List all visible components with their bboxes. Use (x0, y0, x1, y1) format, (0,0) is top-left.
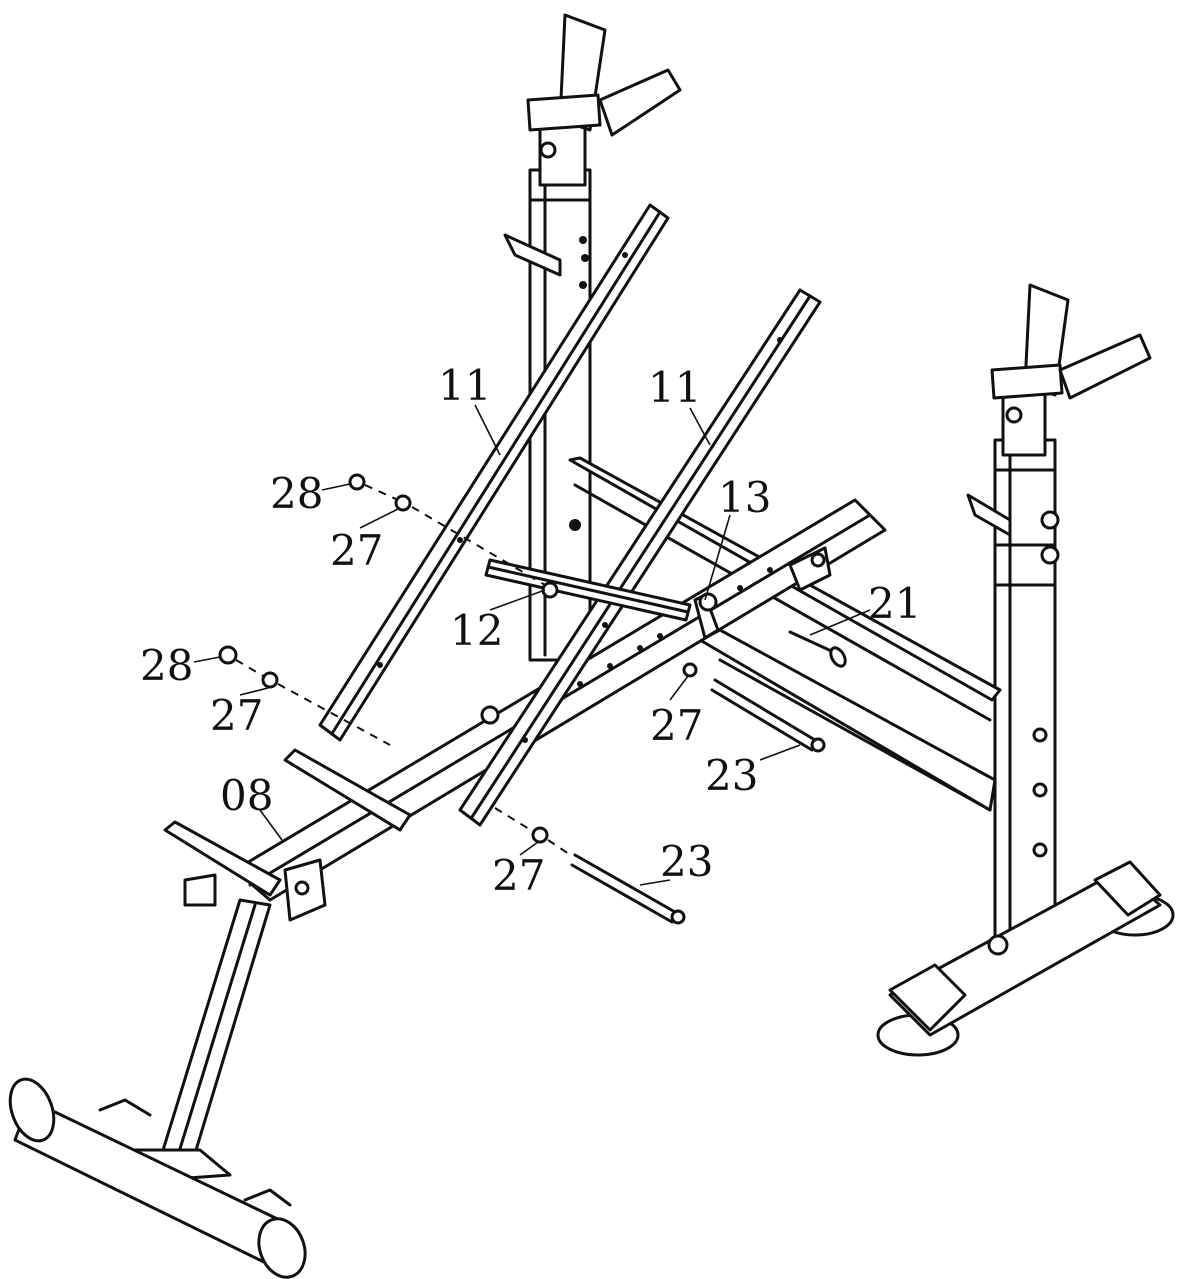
label-08: 08 (220, 771, 273, 820)
left-upright-post (503, 13, 682, 662)
explode-line-lower (494, 807, 573, 857)
footrest-crossbars (163, 705, 500, 922)
leader-27-upper (359, 507, 401, 529)
label-11-left: 11 (438, 361, 491, 410)
leader-11-right (689, 407, 711, 446)
leader-12 (489, 589, 546, 611)
leader-28-upper (321, 483, 351, 491)
label-11-right: 11 (648, 363, 701, 412)
leader-27-middle (239, 687, 269, 696)
label-27-upper: 27 (330, 526, 383, 575)
nut-28-upper (348, 473, 366, 491)
explode-line-upper (364, 484, 546, 586)
leader-27-right (669, 675, 689, 701)
washer-27-right (682, 662, 698, 678)
washer-27-upper (394, 494, 412, 512)
right-base-foot (876, 860, 1175, 1057)
leader-21 (809, 609, 871, 636)
label-28-upper: 28 (270, 469, 323, 518)
right-upright-post (966, 283, 1152, 952)
leader-28-middle (193, 656, 221, 663)
leader-11-left (474, 404, 501, 456)
front-roller (8, 1077, 307, 1279)
leader-08 (259, 809, 283, 841)
washer-27-middle (261, 671, 279, 689)
nut-28-middle (218, 645, 238, 665)
label-12: 12 (450, 606, 503, 655)
rod-12 (484, 558, 692, 622)
leader-23-lower (639, 879, 671, 886)
leader-27-lower (519, 841, 539, 856)
tube-11-right (458, 288, 822, 827)
label-21: 21 (868, 579, 921, 628)
label-27-middle: 27 (210, 691, 263, 740)
label-23-lower: 23 (660, 837, 713, 886)
label-23-upper: 23 (705, 751, 758, 800)
leader-23-upper (759, 744, 801, 761)
label-27-lower: 27 (492, 851, 545, 900)
label-27-right: 27 (650, 701, 703, 750)
label-13: 13 (718, 473, 771, 522)
label-28-middle: 28 (140, 641, 193, 690)
pin-21 (788, 630, 847, 668)
explode-line-middle (235, 659, 391, 746)
bolt-23-upper (710, 678, 826, 753)
leader-13 (704, 514, 731, 601)
bolt-23-lower (570, 853, 686, 925)
washer-27-lower (531, 826, 549, 844)
tube-11-left (318, 203, 670, 742)
